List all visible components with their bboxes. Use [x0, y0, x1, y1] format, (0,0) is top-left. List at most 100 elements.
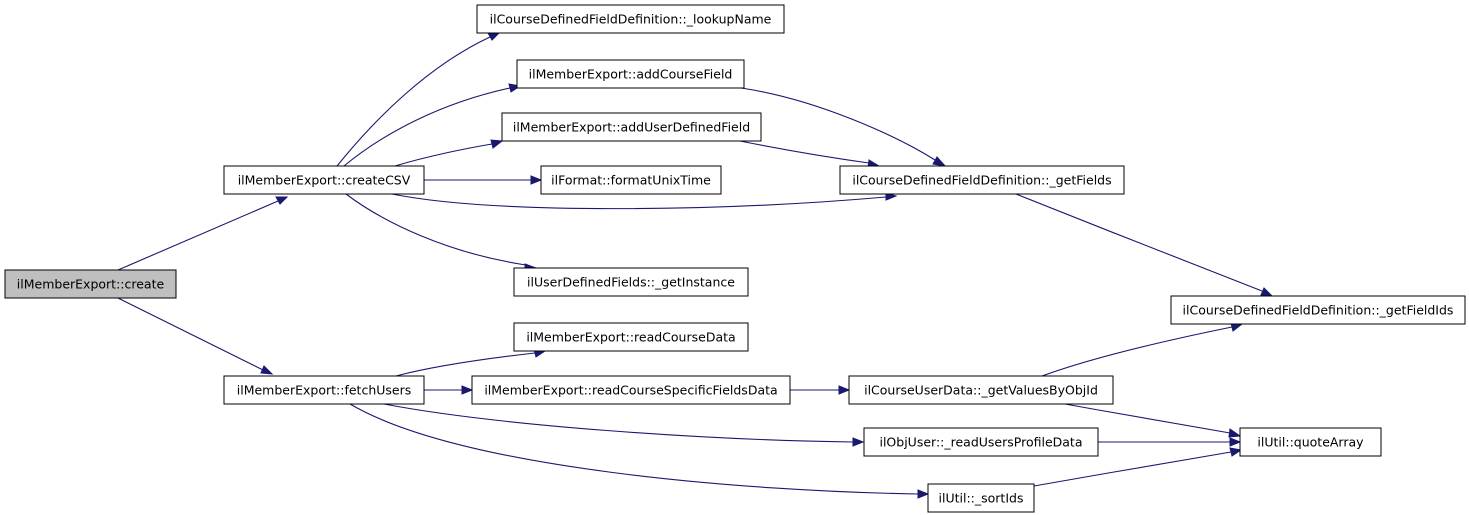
node-sort-ids[interactable]: ilUtil::_sortIds — [927, 483, 1035, 513]
edge-arrowhead — [852, 437, 865, 447]
edge-get-values-by-obj-id-to-get-field-ids — [1041, 322, 1244, 377]
node-box — [476, 4, 785, 34]
edge-fetch-users-to-read-course-specific-fields-data — [424, 385, 474, 395]
edge-create-csv-to-get-instance — [345, 193, 538, 273]
edge-arrowhead — [260, 365, 274, 375]
edge-line — [345, 193, 527, 266]
edge-line — [117, 297, 264, 371]
edge-line — [395, 352, 536, 377]
node-lookup-name[interactable]: ilCourseDefinedFieldDefinition::_lookupN… — [476, 4, 785, 34]
edge-read-course-specific-fields-data-to-get-values-by-obj-id — [790, 385, 851, 395]
node-box — [223, 375, 425, 405]
node-label: ilCourseDefinedFieldDefinition::_lookupN… — [490, 12, 772, 27]
edge-create-csv-to-add-course-field — [343, 83, 522, 167]
edge-line — [1064, 403, 1231, 434]
edge-line — [349, 403, 919, 495]
edge-line — [1015, 193, 1263, 292]
node-layer: ilMemberExport::create ilMemberExport::cr… — [4, 4, 1466, 513]
edge-line — [394, 143, 493, 167]
node-add-user-defined-field[interactable]: ilMemberExport::addUserDefinedField — [501, 112, 762, 142]
node-box — [863, 427, 1099, 457]
node-label: ilMemberExport::create — [17, 277, 165, 292]
node-box — [501, 112, 762, 142]
edge-create-to-fetch-users — [117, 297, 274, 375]
edge-create-csv-to-get-fields — [391, 192, 898, 210]
edge-get-fields-to-get-field-ids — [1015, 193, 1274, 297]
edge-line — [739, 140, 870, 164]
node-label: ilUtil::_sortIds — [939, 491, 1024, 506]
node-get-values-by-obj-id[interactable]: ilCourseUserData::_getValuesByObjId — [848, 375, 1114, 405]
edge-layer — [117, 32, 1274, 499]
edge-read-users-profile-data-to-quote-array — [1098, 437, 1242, 447]
edge-arrowhead — [1228, 428, 1242, 438]
edge-line — [117, 200, 279, 271]
edge-arrowhead — [1229, 447, 1243, 457]
node-get-field-ids[interactable]: ilCourseDefinedFieldDefinition::_getFiel… — [1170, 295, 1466, 325]
edge-arrowhead — [275, 196, 289, 205]
edge-line — [391, 193, 887, 210]
node-box — [223, 165, 425, 195]
edge-add-course-field-to-get-fields — [740, 87, 947, 167]
node-label: ilUserDefinedFields::_getInstance — [527, 275, 735, 290]
node-box — [848, 375, 1114, 405]
node-label: ilMemberExport::createCSV — [238, 173, 411, 188]
node-label: ilMemberExport::fetchUsers — [237, 383, 412, 398]
edge-arrowhead — [838, 385, 851, 395]
node-box — [839, 165, 1125, 195]
node-read-users-profile-data[interactable]: ilObjUser::_readUsersProfileData — [863, 427, 1099, 457]
node-read-course-data[interactable]: ilMemberExport::readCourseData — [513, 322, 749, 352]
node-box — [540, 165, 722, 195]
edge-line — [383, 403, 854, 443]
edge-line — [740, 87, 936, 161]
node-get-instance[interactable]: ilUserDefinedFields::_getInstance — [513, 267, 749, 297]
node-fetch-users[interactable]: ilMemberExport::fetchUsers — [223, 375, 425, 405]
edge-create-csv-to-add-user-defined-field — [394, 139, 504, 167]
node-label: ilMemberExport::readCourseSpecificFields… — [484, 383, 777, 398]
node-read-course-specific-fields-data[interactable]: ilMemberExport::readCourseSpecificFields… — [471, 375, 791, 405]
edge-arrowhead — [490, 139, 504, 149]
edge-fetch-users-to-sort-ids — [349, 403, 930, 499]
node-label: ilCourseDefinedFieldDefinition::_getFiel… — [852, 173, 1111, 188]
node-label: ilObjUser::_readUsersProfileData — [879, 435, 1082, 450]
node-label: ilMemberExport::addUserDefinedField — [513, 120, 750, 135]
node-box — [516, 59, 745, 89]
node-box — [1239, 427, 1382, 457]
node-format-unix-time[interactable]: ilFormat::formatUnixTime — [540, 165, 722, 195]
node-label: ilFormat::formatUnixTime — [551, 173, 711, 188]
node-create-csv[interactable]: ilMemberExport::createCSV — [223, 165, 425, 195]
node-quote-array[interactable]: ilUtil::quoteArray — [1239, 427, 1382, 457]
node-box — [513, 267, 749, 297]
edge-fetch-users-to-read-users-profile-data — [383, 403, 865, 447]
edge-line — [343, 87, 511, 167]
node-label: ilMemberExport::addCourseField — [529, 67, 733, 82]
edge-arrowhead — [1229, 437, 1242, 447]
node-box — [513, 322, 749, 352]
edge-arrowhead — [487, 32, 501, 41]
edge-fetch-users-to-read-course-data — [395, 348, 547, 377]
node-label: ilMemberExport::readCourseData — [526, 330, 735, 345]
node-box — [471, 375, 791, 405]
edge-create-csv-to-lookup-name — [336, 32, 501, 167]
node-create[interactable]: ilMemberExport::create — [4, 269, 177, 299]
edge-line — [1041, 326, 1233, 377]
node-label: ilUtil::quoteArray — [1257, 435, 1364, 450]
edge-arrowhead — [461, 385, 474, 395]
edge-line — [1033, 451, 1232, 487]
node-get-fields[interactable]: ilCourseDefinedFieldDefinition::_getFiel… — [839, 165, 1125, 195]
edge-line — [336, 36, 491, 167]
node-box — [1170, 295, 1466, 325]
edge-arrowhead — [917, 489, 930, 499]
node-label: ilCourseUserData::_getValuesByObjId — [864, 383, 1098, 398]
edge-arrowhead — [1260, 287, 1274, 297]
node-box — [4, 269, 177, 299]
edge-arrowhead — [530, 175, 543, 185]
edge-sort-ids-to-quote-array — [1033, 447, 1243, 487]
node-add-course-field[interactable]: ilMemberExport::addCourseField — [516, 59, 745, 89]
edge-arrowhead — [932, 156, 947, 167]
edge-get-values-by-obj-id-to-quote-array — [1064, 403, 1242, 438]
edge-create-csv-to-format-unix-time — [424, 175, 543, 185]
node-box — [927, 483, 1035, 513]
edge-add-user-defined-field-to-get-fields — [739, 140, 881, 169]
edge-create-to-create-csv — [117, 196, 289, 271]
